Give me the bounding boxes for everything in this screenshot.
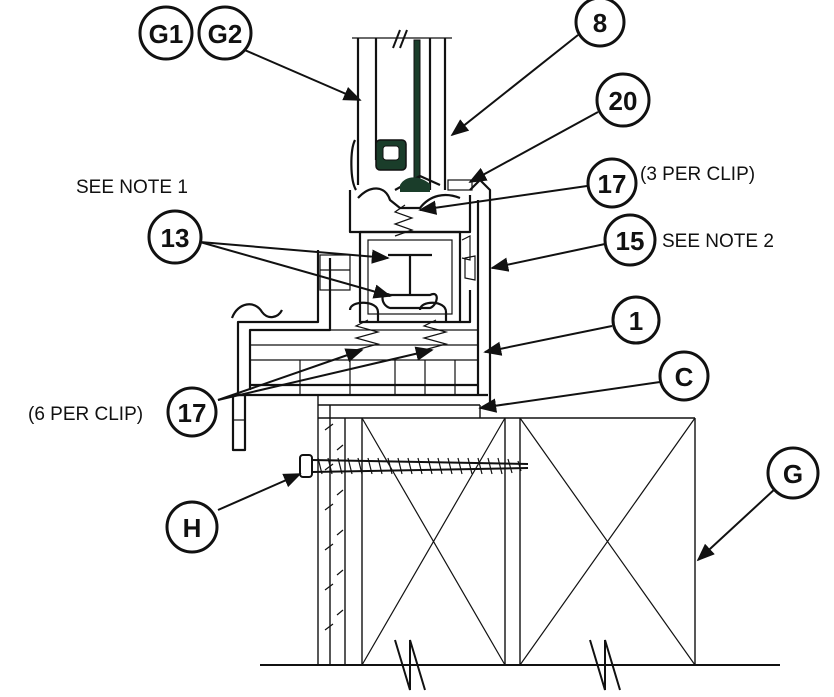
callout-15: 15: [603, 213, 657, 267]
lag-screw: [299, 454, 529, 478]
callout-c-label: C: [675, 362, 694, 392]
frame-screws: [353, 179, 473, 351]
leader-lines: [199, 34, 777, 562]
callout-1-label: 1: [629, 306, 643, 336]
note-three-per-clip: (3 PER CLIP): [640, 164, 755, 185]
callout-15-label: 15: [616, 226, 645, 256]
callout-g1-label: G1: [149, 19, 184, 49]
callout-20-label: 20: [609, 86, 638, 116]
callout-13: 13: [147, 209, 203, 265]
note-see-note-2: SEE NOTE 2: [662, 231, 774, 252]
callout-1: 1: [611, 295, 661, 345]
callout-13-label: 13: [161, 223, 190, 253]
callout-17-top: 17: [586, 157, 638, 209]
callout-h-label: H: [183, 513, 202, 543]
callout-8: 8: [574, 0, 626, 48]
glass-unit: [350, 29, 452, 191]
callout-17-bottom-label: 17: [178, 398, 207, 428]
callout-g2-label: G2: [208, 19, 243, 49]
wood-framing: [260, 395, 780, 691]
note-six-per-clip: (6 PER CLIP): [28, 404, 143, 425]
callout-17-bottom: 17: [166, 386, 218, 438]
note-see-note-1: SEE NOTE 1: [76, 177, 188, 198]
callout-8-label: 8: [593, 8, 607, 38]
callout-g-label: G: [783, 459, 803, 489]
callout-g2: G2: [197, 5, 253, 61]
callout-g: G: [766, 446, 820, 500]
glazing-gasket: [413, 39, 421, 179]
callout-17-top-label: 17: [598, 169, 627, 199]
callout-20: 20: [595, 72, 651, 128]
sash-profile: [348, 174, 492, 410]
callout-g1: G1: [138, 5, 194, 61]
callout-h: H: [165, 500, 219, 554]
callout-c: C: [658, 350, 710, 402]
